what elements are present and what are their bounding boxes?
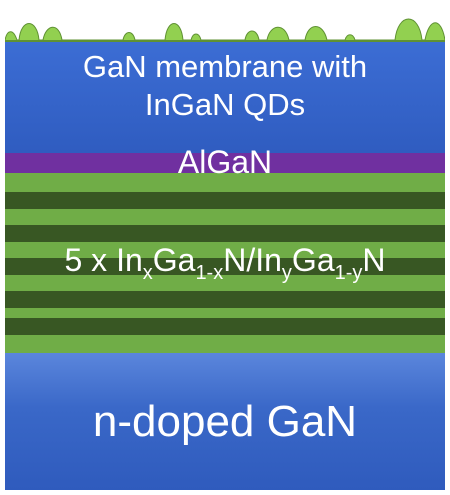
quantum-well-2 (5, 225, 445, 242)
gan-membrane-layer (5, 42, 445, 154)
quantum-well-5 (5, 318, 445, 335)
quantum-dots (5, 18, 445, 45)
substrate-label: n-doped GaN (92, 397, 358, 446)
algan-label: AlGaN (177, 144, 273, 180)
quantum-well-4 (5, 291, 445, 308)
membrane-label: GaN membrane with InGaN QDs (5, 48, 445, 124)
heterostructure-diagram: GaN membrane with InGaN QDs AlGaN 5 x In… (5, 0, 445, 490)
algan-layer (5, 153, 445, 173)
membrane-label-line2: InGaN QDs (144, 87, 306, 122)
mqw-label: 5 x InxGa1-xN/InyGa1-yN (64, 242, 386, 284)
quantum-well-3 (5, 258, 445, 275)
quantum-well-1 (5, 192, 445, 209)
mqw-stack (5, 173, 445, 353)
membrane-label-line1: GaN membrane with (82, 49, 368, 84)
n-doped-gan-layer (5, 353, 445, 490)
